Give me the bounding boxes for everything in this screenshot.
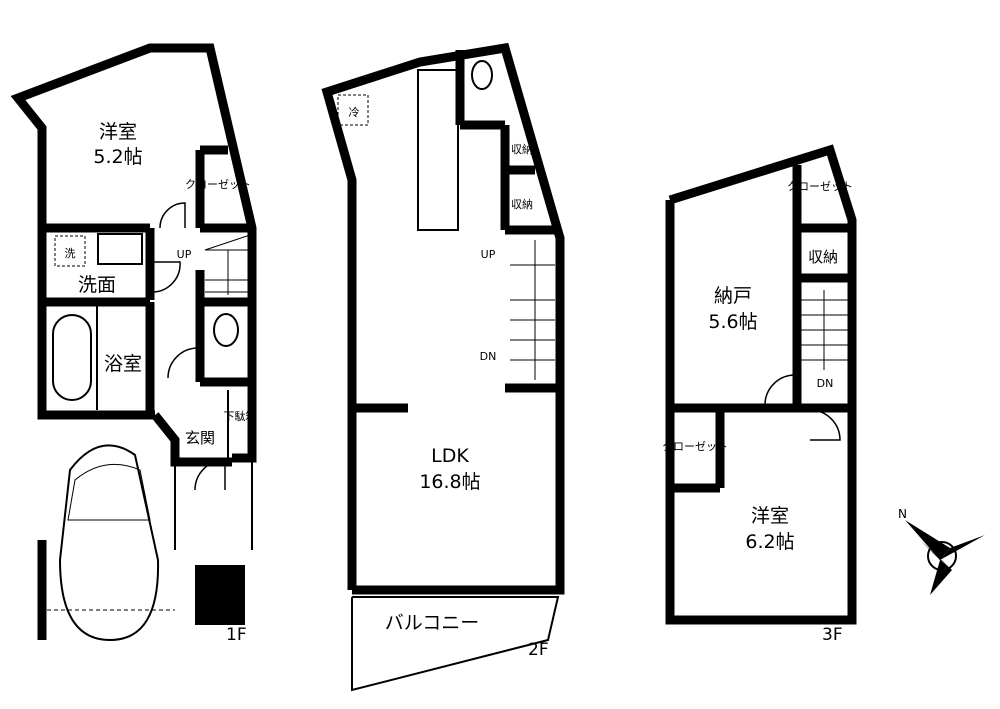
stairs-1f [204, 234, 251, 295]
stairs-down-label: DN [480, 350, 497, 363]
room-size: 6.2帖 [745, 531, 794, 553]
car-icon [40, 444, 175, 642]
floor-label-1f: 1F [226, 625, 247, 645]
toilet-icon [471, 60, 493, 90]
room-size: 5.2帖 [93, 146, 142, 168]
shoe-box-label: 下駄箱 [224, 409, 257, 423]
room-size: 16.8帖 [419, 471, 480, 493]
floor-label-3f: 3F [822, 625, 843, 645]
floor-1f: 洋室 5.2帖 クローゼット 洗 洗面 浴室 UP 玄関 下駄箱 1F [10, 43, 257, 645]
stairs-2f [510, 240, 555, 380]
closet-label: クローゼット [185, 178, 251, 191]
floor-2f: 冷 収納 収納 UP DN LDK 16.8帖 バルコニー 2F [321, 42, 565, 692]
fridge-icon [337, 94, 369, 126]
room-name: 洋室 [99, 121, 137, 143]
storage-label: 収納 [511, 198, 533, 211]
sink-icon [97, 233, 143, 265]
closet-label: クローゼット [662, 440, 728, 453]
stairs-up-label: UP [481, 248, 496, 261]
balcony-outline [351, 596, 560, 692]
bathroom-label: 浴室 [104, 353, 142, 375]
balcony-label: バルコニー [385, 612, 480, 634]
kitchen-counter [417, 69, 459, 231]
room-name: 洋室 [751, 505, 789, 527]
floor-label-2f: 2F [528, 640, 549, 660]
washroom-label: 洗面 [78, 274, 116, 296]
compass-icon: N [898, 507, 985, 595]
closet-label: クローゼット [787, 180, 853, 193]
room-name: LDK [431, 445, 469, 467]
fridge-label: 冷 [349, 106, 360, 119]
stairs-down-label: DN [817, 377, 834, 390]
meter-box [195, 565, 245, 625]
toilet-icon [213, 313, 239, 347]
stairs-up-label: UP [177, 248, 192, 261]
room-name: 納戸 [714, 285, 752, 307]
storage-label: 収納 [511, 143, 533, 156]
floor-3f: クローゼット 収納 納戸 5.6帖 DN クローゼット 洋室 6.2帖 3F [662, 144, 857, 645]
north-label: N [898, 507, 907, 521]
storage-label: 収納 [808, 248, 838, 266]
bathtub-icon [52, 314, 92, 401]
room-size: 5.6帖 [708, 311, 757, 333]
washer-icon [54, 235, 86, 267]
washer-label: 洗 [65, 247, 76, 260]
entrance-label: 玄関 [185, 429, 215, 447]
stairs-3f [800, 290, 848, 370]
